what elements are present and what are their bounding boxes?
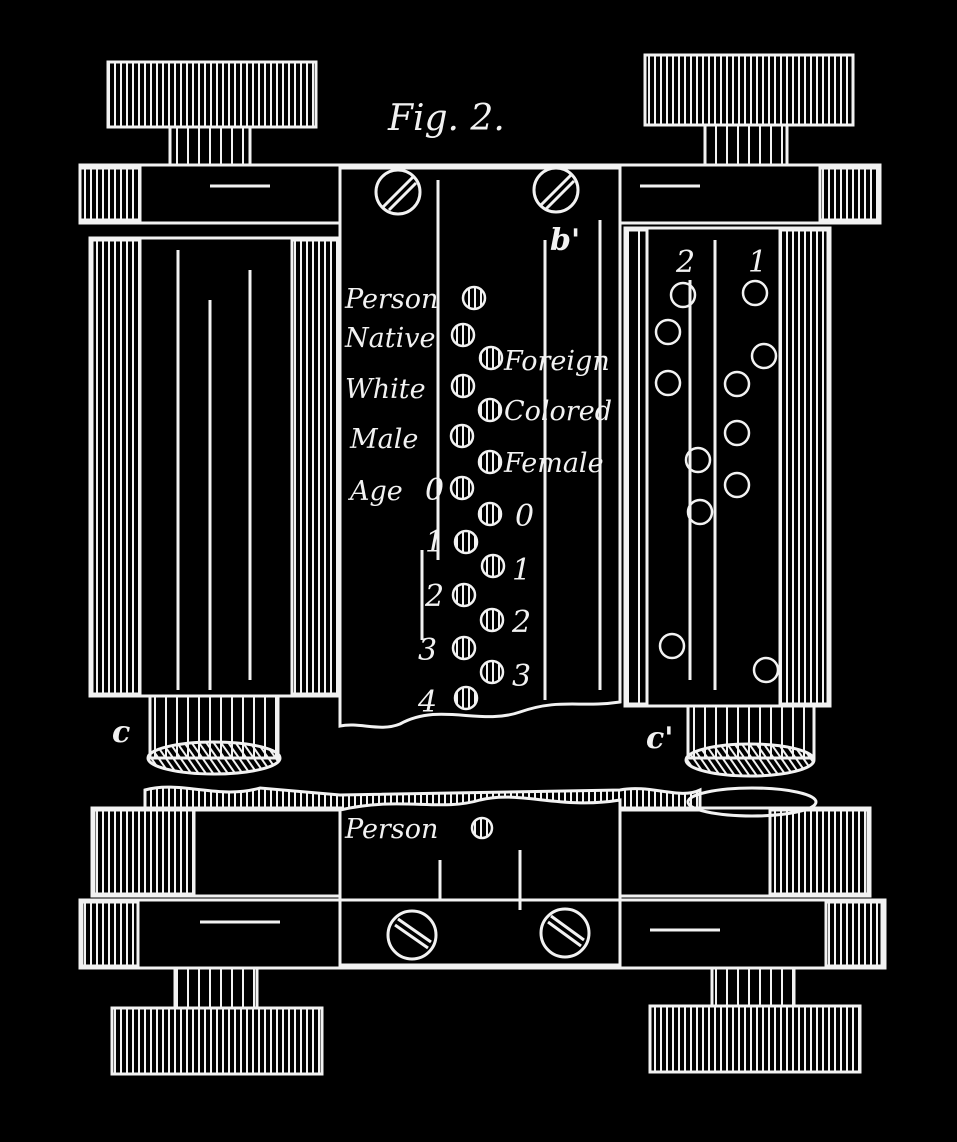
age-left-0: 0 bbox=[425, 473, 444, 508]
roller-holes bbox=[654, 279, 780, 684]
roller-number-2: 2 bbox=[675, 245, 695, 280]
bottom-right-knob bbox=[648, 966, 862, 1074]
card-holes bbox=[449, 285, 506, 840]
label-colored: Colored bbox=[504, 396, 612, 427]
screw-bottom-left bbox=[386, 909, 438, 961]
top-left-knob bbox=[106, 60, 318, 167]
figure-title: Fig. 2. bbox=[387, 98, 505, 139]
age-right-1: 1 bbox=[512, 553, 531, 588]
bottom-assembly bbox=[78, 785, 887, 970]
age-left-4: 4 bbox=[417, 685, 437, 720]
center-plate-top bbox=[338, 166, 622, 729]
label-person: Person bbox=[344, 284, 438, 315]
age-right-0: 0 bbox=[515, 499, 534, 534]
ref-c: c bbox=[112, 715, 130, 750]
screw-bottom-right bbox=[539, 907, 591, 959]
label-person-lower: Person bbox=[344, 814, 438, 845]
left-roller bbox=[88, 236, 342, 776]
label-female: Female bbox=[503, 448, 604, 479]
bottom-left-knob bbox=[110, 966, 324, 1076]
label-native: Native bbox=[344, 323, 435, 354]
roller-number-1: 1 bbox=[748, 245, 767, 280]
ref-b-prime: b' bbox=[550, 223, 580, 258]
age-right-2: 2 bbox=[511, 605, 531, 640]
age-left-3: 3 bbox=[418, 633, 437, 668]
age-left-1: 1 bbox=[425, 525, 444, 560]
top-right-knob bbox=[643, 53, 855, 167]
screw-top-left bbox=[374, 168, 422, 216]
screw-top-right bbox=[532, 166, 580, 214]
label-age: Age bbox=[347, 476, 403, 507]
age-left-2: 2 bbox=[424, 579, 444, 614]
label-male: Male bbox=[349, 424, 418, 455]
label-white: White bbox=[345, 374, 426, 405]
label-foreign: Foreign bbox=[503, 346, 610, 377]
ref-c-prime: c' bbox=[646, 721, 673, 756]
right-roller bbox=[623, 226, 832, 778]
age-right-3: 3 bbox=[512, 659, 531, 694]
